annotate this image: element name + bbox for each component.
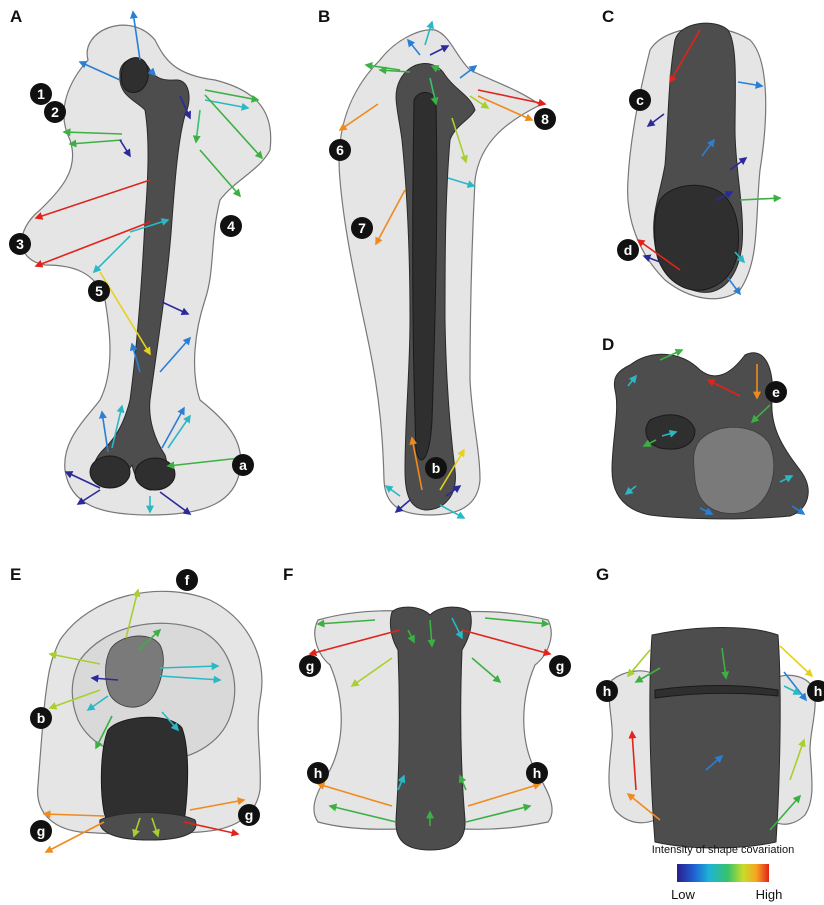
panel-label-e: E (10, 565, 21, 584)
panel-label-d: D (602, 335, 614, 354)
panel-label-c: C (602, 7, 614, 26)
marker-b: b (425, 457, 447, 479)
condyle-left-a (90, 456, 130, 488)
marker-a: a (232, 454, 254, 476)
trochanter-a (121, 58, 148, 93)
panel-g: G h h (596, 565, 824, 848)
svg-text:3: 3 (16, 236, 24, 252)
marker-1: 1 (30, 83, 52, 105)
marker-g-e-right: g (238, 804, 260, 826)
svg-text:b: b (37, 710, 46, 726)
svg-text:g: g (245, 807, 254, 823)
svg-text:6: 6 (336, 142, 344, 158)
svg-text:h: h (314, 765, 323, 781)
panel-e: E f b g g (10, 565, 262, 852)
svg-text:e: e (772, 384, 780, 400)
marker-g-e-left: g (30, 820, 52, 842)
marker-4: 4 (220, 215, 242, 237)
bone-notch-d (646, 415, 695, 449)
marker-6: 6 (329, 139, 351, 161)
color-legend: Intensity of shape covariation Low High (652, 844, 794, 902)
svg-text:4: 4 (227, 218, 235, 234)
bone-facet-d (694, 427, 774, 513)
svg-text:c: c (636, 92, 644, 108)
svg-text:h: h (603, 683, 612, 699)
svg-text:g: g (306, 658, 315, 674)
marker-f: f (176, 569, 198, 591)
bone-block-g (650, 628, 780, 849)
marker-3: 3 (9, 233, 31, 255)
panel-label-g: G (596, 565, 609, 584)
marker-h-f-left: h (307, 762, 329, 784)
marker-c: c (629, 89, 651, 111)
marker-g-f-right: g (549, 655, 571, 677)
svg-text:1: 1 (37, 86, 45, 102)
panel-label-f: F (283, 565, 293, 584)
marker-g-f-left: g (299, 655, 321, 677)
marker-h-f-right: h (526, 762, 548, 784)
panel-f: F g g h h (283, 565, 571, 850)
bone-shaft-f (390, 607, 471, 850)
svg-text:7: 7 (358, 220, 366, 236)
marker-b-e: b (30, 707, 52, 729)
svg-text:g: g (556, 658, 565, 674)
svg-text:h: h (533, 765, 542, 781)
panel-d: D e (602, 335, 808, 519)
legend-title: Intensity of shape covariation (652, 844, 794, 856)
marker-d: d (617, 239, 639, 261)
panel-a: A 1 2 3 4 (9, 7, 271, 515)
svg-text:5: 5 (95, 283, 103, 299)
panel-label-a: A (10, 7, 22, 26)
legend-gradient-bar (677, 864, 769, 882)
svg-text:8: 8 (541, 111, 549, 127)
marker-e: e (765, 381, 787, 403)
marker-2: 2 (44, 101, 66, 123)
svg-text:h: h (814, 683, 823, 699)
bone-base-e (100, 813, 196, 841)
legend-high-label: High (756, 887, 783, 902)
legend-low-label: Low (671, 887, 695, 902)
marker-7: 7 (351, 217, 373, 239)
svg-text:a: a (239, 457, 247, 473)
marker-8: 8 (534, 108, 556, 130)
panel-label-b: B (318, 7, 330, 26)
condyle-right-a (135, 458, 175, 490)
panel-b: B 6 7 8 b (318, 7, 556, 518)
svg-text:f: f (185, 572, 190, 588)
svg-text:2: 2 (51, 104, 59, 120)
vector-arrow (780, 646, 812, 676)
marker-5: 5 (88, 280, 110, 302)
svg-text:g: g (37, 823, 46, 839)
panel-c: C c d (602, 7, 780, 299)
svg-text:d: d (624, 242, 633, 258)
marker-h-g-left: h (596, 680, 618, 702)
svg-text:b: b (432, 460, 441, 476)
bone-base-c (655, 185, 739, 290)
